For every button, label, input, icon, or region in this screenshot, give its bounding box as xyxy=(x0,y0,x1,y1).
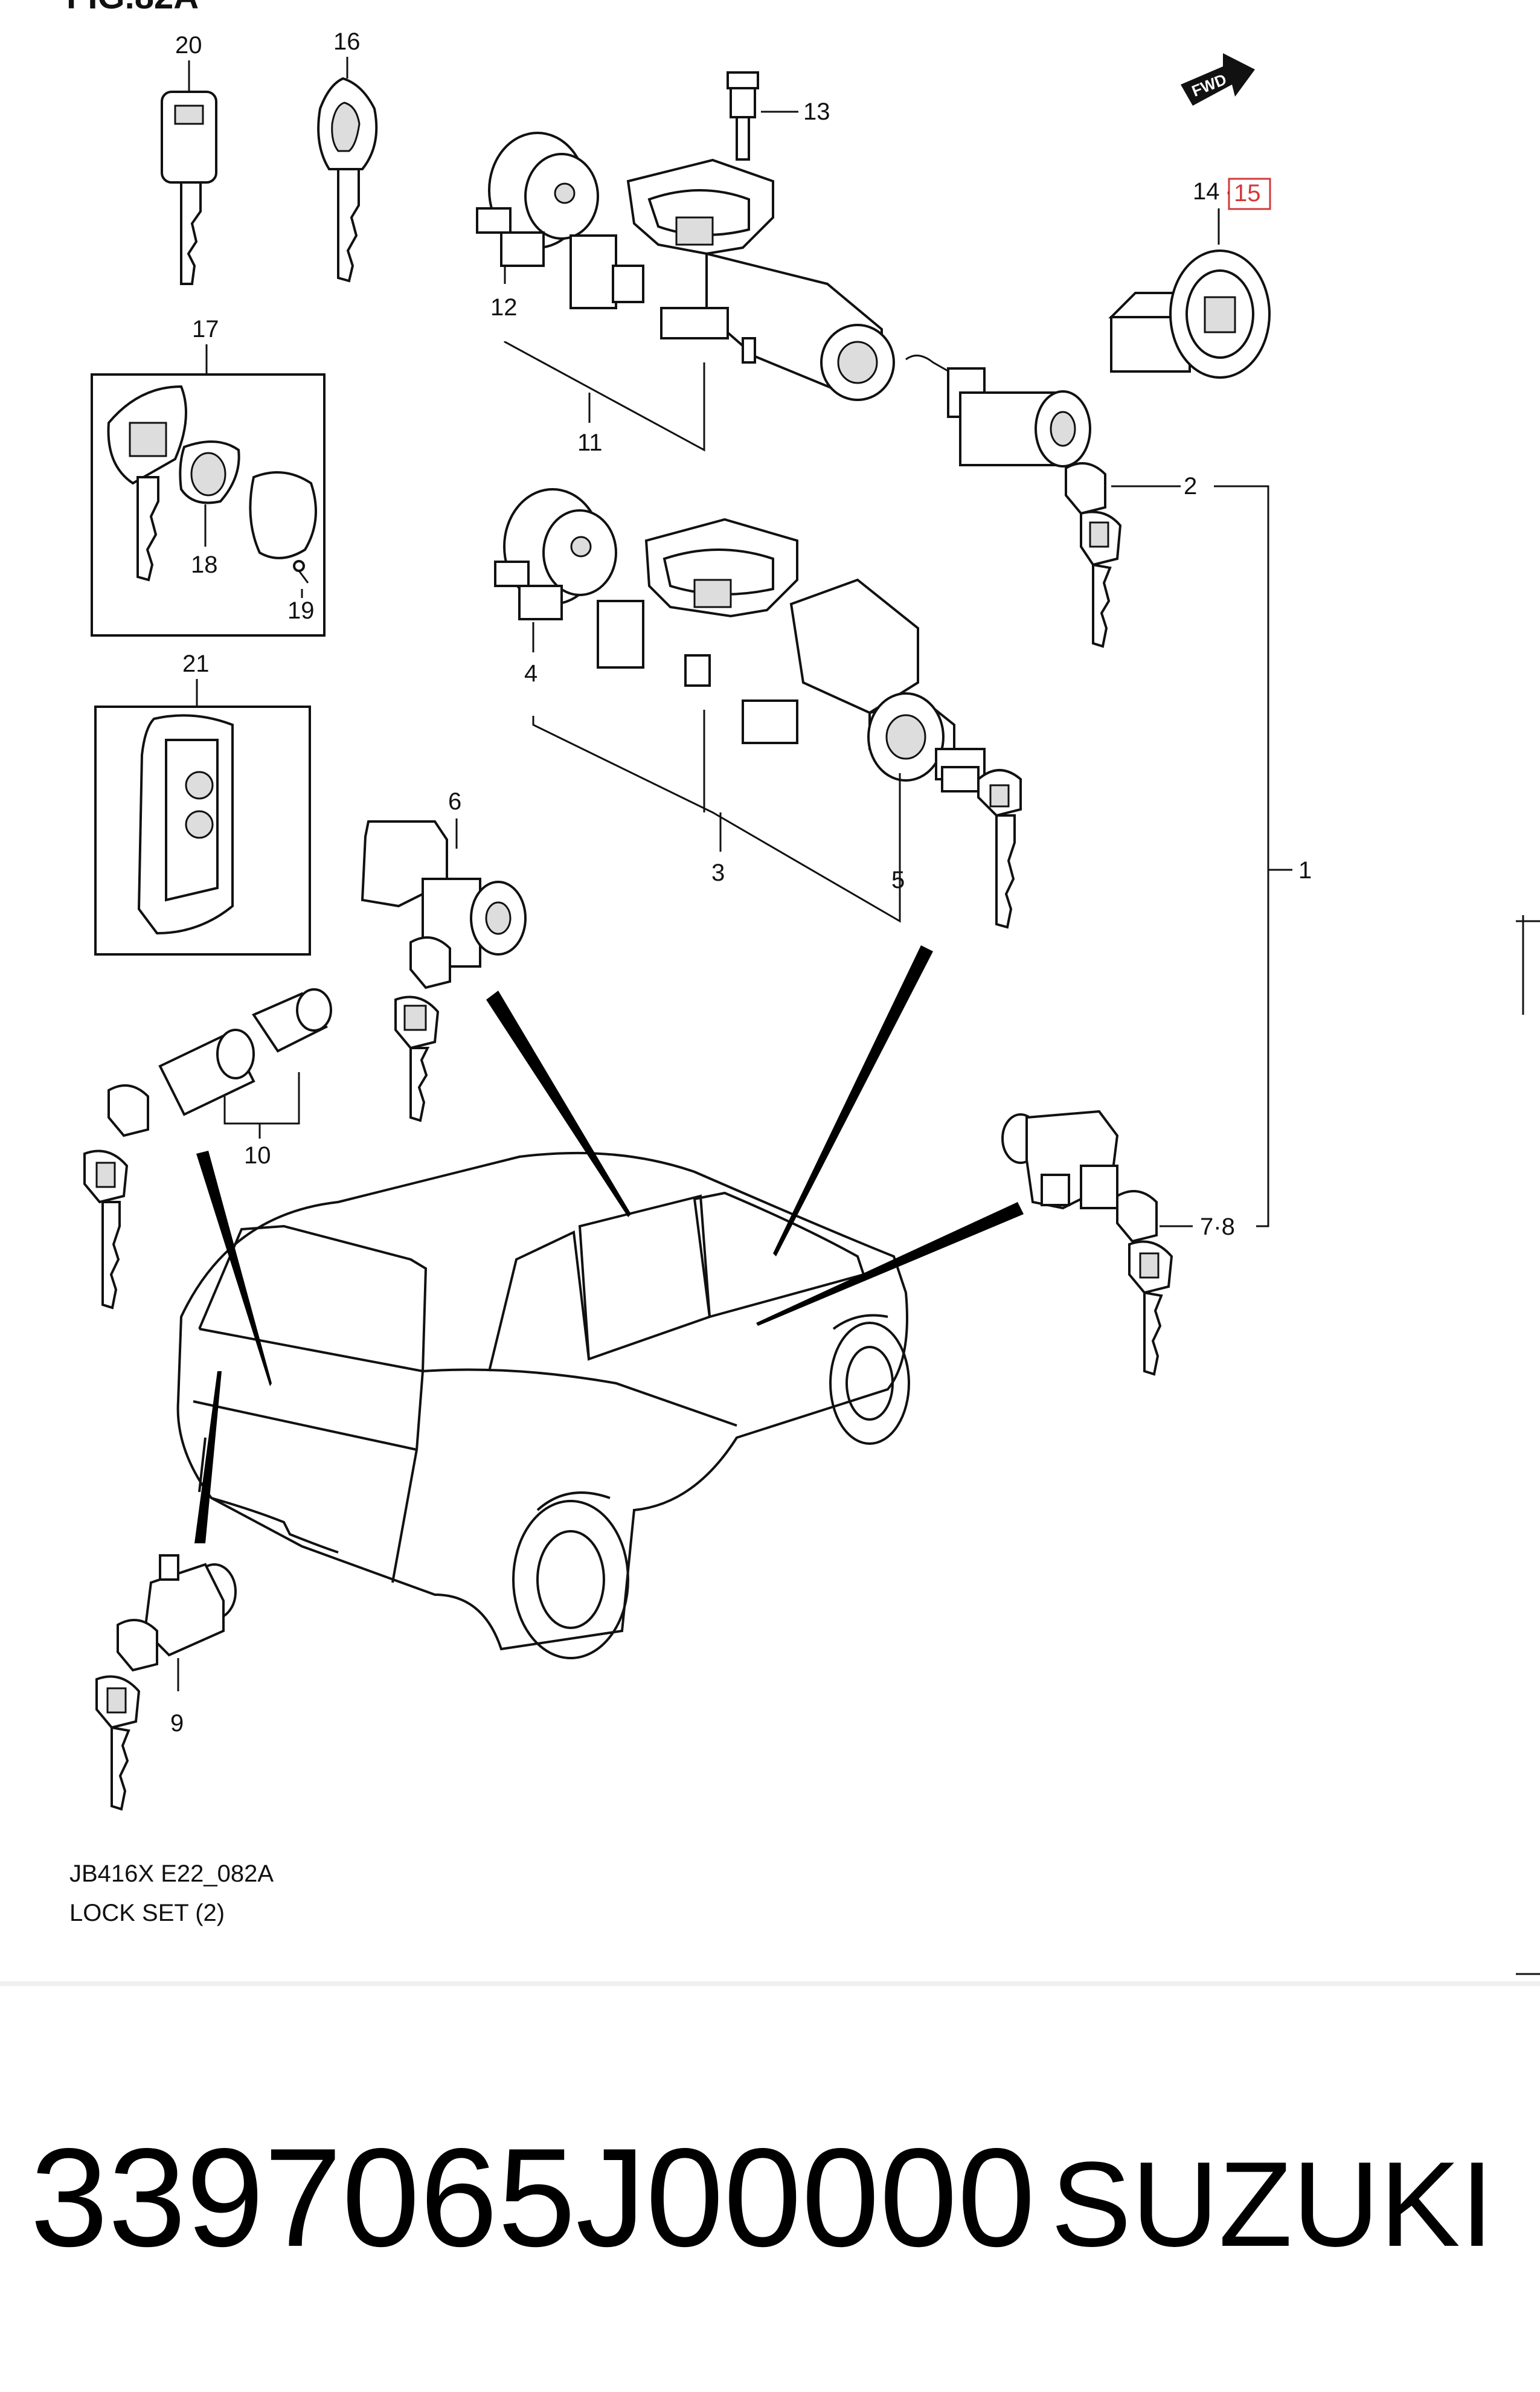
key-pair-6-icon xyxy=(394,936,451,1122)
key-16-icon xyxy=(317,77,378,283)
callout-21: 21 xyxy=(182,651,210,677)
switch-4-icon xyxy=(494,488,617,620)
callout-1-bracket xyxy=(1214,485,1269,1227)
callout-18: 18 xyxy=(191,551,218,578)
callout-1: 1 xyxy=(1298,857,1312,884)
fwd-arrow-icon: FWD xyxy=(1181,53,1255,106)
callout-15-highlight-box xyxy=(1228,178,1271,210)
callout-3: 3 xyxy=(711,860,725,886)
key-17-icon xyxy=(107,385,187,582)
key-20-icon xyxy=(161,91,217,285)
ignition-cylinder-2-icon xyxy=(905,355,1091,468)
assembly-17-box xyxy=(91,373,326,637)
key-pair-10-icon xyxy=(83,1084,149,1310)
assembly-21-box xyxy=(94,706,311,956)
callout-19: 19 xyxy=(287,597,315,624)
key-3-icon xyxy=(977,769,1022,929)
key-pair-7-8-icon xyxy=(1116,1190,1173,1376)
figure-label: FIG.82A xyxy=(66,0,199,16)
door-lock-7-8-icon xyxy=(1001,1110,1119,1210)
key-pair-2-icon xyxy=(1065,462,1122,648)
callout-5: 5 xyxy=(891,867,905,893)
pointer-wedges xyxy=(194,945,1024,1543)
callout-4: 4 xyxy=(524,660,537,687)
lock-cylinder-10-icon xyxy=(158,988,332,1116)
callout-12: 12 xyxy=(490,294,518,321)
door-lock-6-icon xyxy=(361,820,527,968)
steering-lock-11-icon xyxy=(569,158,895,401)
footer-model-code: JB416X E22_082A xyxy=(69,1860,274,1887)
footer-title: LOCK SET (2) xyxy=(69,1900,225,1926)
callout-11-leader xyxy=(504,341,705,452)
callout-3-5-bracket xyxy=(532,716,901,923)
callout-7-8: 7·8 xyxy=(1200,1214,1235,1240)
immobilizer-coil-14-icon xyxy=(1108,249,1271,379)
cover-19-icon xyxy=(249,471,317,584)
callout-20: 20 xyxy=(175,32,202,59)
vehicle-outline-icon xyxy=(176,1151,910,1659)
smart-key-21-icon xyxy=(137,714,234,935)
brand-name: SUZUKI xyxy=(1051,2137,1493,2272)
key-pair-9-icon xyxy=(95,1619,158,1811)
callout-14: 14 xyxy=(1193,178,1220,205)
switch-12-icon xyxy=(476,132,599,267)
callout-10: 10 xyxy=(244,1142,271,1169)
callout-6: 6 xyxy=(448,788,461,815)
steering-lock-3-icon xyxy=(597,518,986,793)
tailgate-lock-9-icon xyxy=(143,1554,237,1657)
callout-2: 2 xyxy=(1184,473,1197,500)
callout-11: 11 xyxy=(577,429,603,456)
key-cap-18-icon xyxy=(179,440,240,504)
callout-17: 17 xyxy=(192,316,219,342)
callout-16: 16 xyxy=(333,28,361,55)
callout-9: 9 xyxy=(170,1710,184,1737)
part-number: 3397065J00000 xyxy=(30,2120,1035,2276)
bolt-13-icon xyxy=(727,71,759,161)
callout-15: 15 xyxy=(1234,180,1261,207)
callout-13: 13 xyxy=(803,98,830,125)
